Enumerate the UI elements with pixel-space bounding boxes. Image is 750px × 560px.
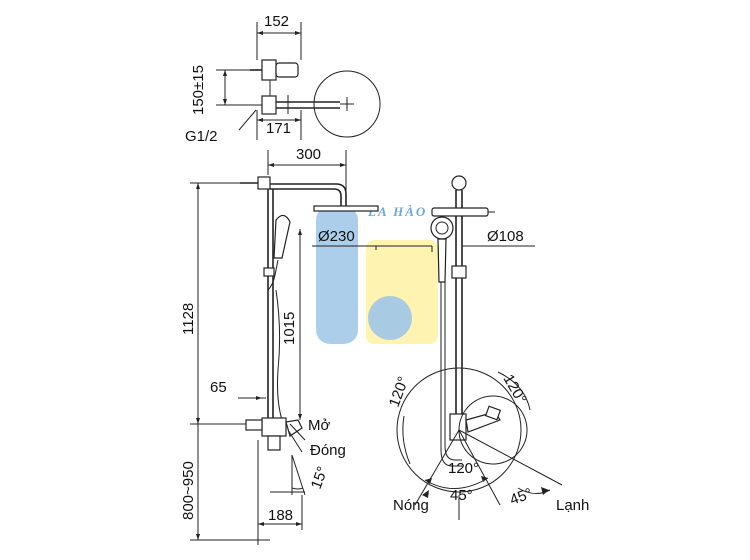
label-close: Đóng (310, 442, 346, 459)
label-open: Mở (308, 417, 330, 434)
dim-152: 152 (264, 13, 289, 30)
dim-800-950: 800~950 (180, 461, 197, 520)
label-hot: Nóng (393, 497, 429, 514)
thread-label: G1/2 (185, 128, 218, 145)
diameter-labels: Ø230 Ø108 (312, 228, 535, 252)
watermark-logo: LA HÀO (316, 204, 438, 344)
top-plan-view: 152 150±15 171 G1/2 (185, 13, 381, 145)
dim-108: Ø108 (487, 228, 524, 245)
dim-1128: 1128 (180, 303, 197, 335)
angle-arc-right: 120° (500, 372, 530, 407)
dim-150: 150±15 (190, 65, 207, 115)
dim-188: 188 (268, 507, 293, 524)
angle-arc-left: 120° (386, 374, 413, 409)
dim-171: 171 (266, 120, 291, 137)
side-elevation: 300 1015 1128 (180, 146, 379, 545)
angle-arc-center: 120° (448, 460, 479, 477)
watermark-text: LA HÀO (367, 204, 427, 219)
dim-65: 65 (210, 379, 227, 396)
dim-230: Ø230 (318, 228, 355, 245)
dim-1015: 1015 (281, 312, 298, 345)
label-cold: Lạnh (556, 497, 589, 514)
angle-right: 45° (508, 485, 535, 509)
angle-left: 45° (450, 487, 473, 504)
dim-15deg: 15° (308, 464, 332, 491)
dim-300: 300 (296, 146, 321, 163)
front-elevation: 120° 120° 120° 45° 45° Nóng Lạnh (386, 175, 589, 520)
